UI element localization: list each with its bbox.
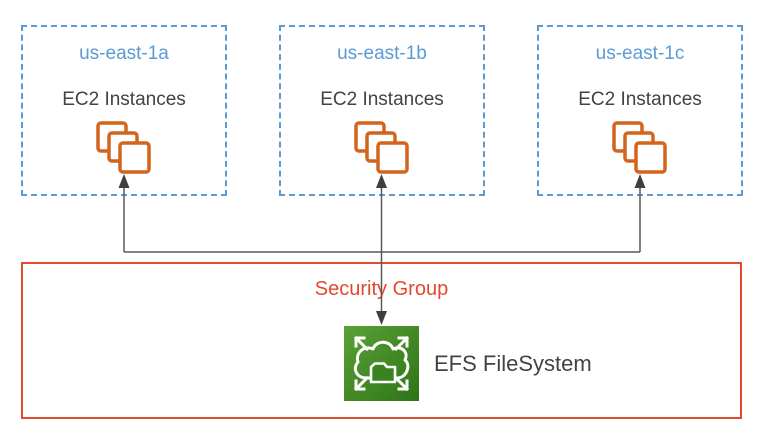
zone-title: us-east-1c	[595, 43, 685, 64]
zone-us-east-1a: us-east-1a EC2 Instances	[21, 25, 227, 196]
ec2-instances-label: EC2 Instances	[320, 89, 444, 110]
ec2-instances-icon	[612, 121, 668, 180]
efs-filesystem: EFS FileSystem	[344, 326, 592, 401]
zone-title: us-east-1a	[79, 43, 169, 64]
folder-icon	[369, 362, 397, 384]
ec2-instances-label: EC2 Instances	[62, 89, 186, 110]
zone-title: us-east-1b	[337, 43, 427, 64]
cloud-icon	[353, 340, 410, 380]
ec2-instances-label: EC2 Instances	[578, 89, 702, 110]
zone-us-east-1b: us-east-1b EC2 Instances	[279, 25, 485, 196]
ec2-instances-icon	[96, 121, 152, 180]
zone-us-east-1c: us-east-1c EC2 Instances	[537, 25, 743, 196]
security-group-label: Security Group	[314, 278, 449, 300]
efs-filesystem-label: EFS FileSystem	[434, 350, 592, 376]
efs-icon	[344, 326, 419, 401]
ec2-instances-icon	[354, 121, 410, 180]
